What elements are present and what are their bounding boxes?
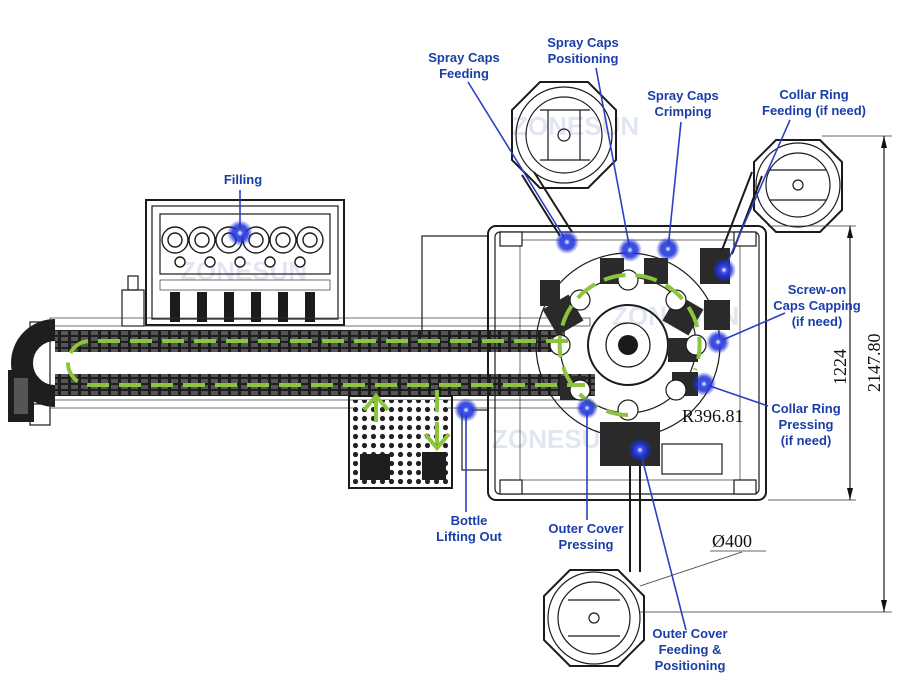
label-spray-caps-positioning-2: Positioning <box>548 51 619 66</box>
filling-marker <box>227 220 253 246</box>
outer-cover-feeding-marker <box>628 438 652 462</box>
screw-on-capping-marker <box>706 330 730 354</box>
turret-radius-label: R396.81 <box>682 406 744 426</box>
label-bottle-lifting-2: Lifting Out <box>436 529 502 544</box>
spray-caps-crimping-marker <box>656 237 680 261</box>
label-screw-on-2: Caps Capping <box>773 298 860 313</box>
label-outer-cover-pressing-1: Outer Cover <box>548 521 623 536</box>
label-collar-ring-feeding-2: Feeding (if need) <box>762 103 866 118</box>
spray-caps-positioning-marker <box>618 238 642 262</box>
watermark: ZONESUN <box>512 111 639 141</box>
label-collar-ring-pressing-2: Pressing <box>779 417 834 432</box>
bottle-lifting-marker <box>454 398 478 422</box>
outer-cover-pressing-marker <box>576 397 598 419</box>
bowl-diameter-label: Ø400 <box>712 531 752 551</box>
collar-ring-bowl <box>721 139 843 255</box>
label-spray-caps-crimping-1: Spray Caps <box>647 88 719 103</box>
overall-length-dimension: 2147.80 <box>864 334 884 393</box>
label-screw-on-1: Screw-on <box>788 282 847 297</box>
label-outer-cover-feeding-3: Positioning <box>655 658 726 673</box>
label-spray-caps-positioning-1: Spray Caps <box>547 35 619 50</box>
label-screw-on-3: (if need) <box>792 314 843 329</box>
label-collar-ring-pressing-1: Collar Ring <box>771 401 840 416</box>
station-markers <box>227 220 736 462</box>
machine-width-dimension: 1224 <box>830 349 850 385</box>
bottle-flow-path <box>66 273 702 452</box>
label-collar-ring-pressing-3: (if need) <box>781 433 832 448</box>
label-outer-cover-feeding-1: Outer Cover <box>652 626 727 641</box>
label-outer-cover-feeding-2: Feeding & <box>659 642 722 657</box>
spray-caps-bowl <box>511 81 617 237</box>
watermark: ZONESUN <box>492 424 619 454</box>
label-collar-ring-feeding-1: Collar Ring <box>779 87 848 102</box>
label-spray-caps-feeding-1: Spray Caps <box>428 50 500 65</box>
bottle-lifting-tray <box>348 395 453 489</box>
label-spray-caps-crimping-2: Crimping <box>654 104 711 119</box>
collar-ring-feeding-marker <box>712 258 736 282</box>
spray-caps-feeding-marker <box>555 230 579 254</box>
main-conveyor <box>8 317 595 426</box>
label-spray-caps-feeding-2: Feeding <box>439 66 489 81</box>
outer-cover-bowl: Ø400 <box>543 466 766 667</box>
collar-ring-pressing-marker <box>692 372 716 396</box>
label-outer-cover-pressing-2: Pressing <box>559 537 614 552</box>
label-bottle-lifting-1: Bottle <box>451 513 488 528</box>
label-filling: Filling <box>224 172 262 187</box>
